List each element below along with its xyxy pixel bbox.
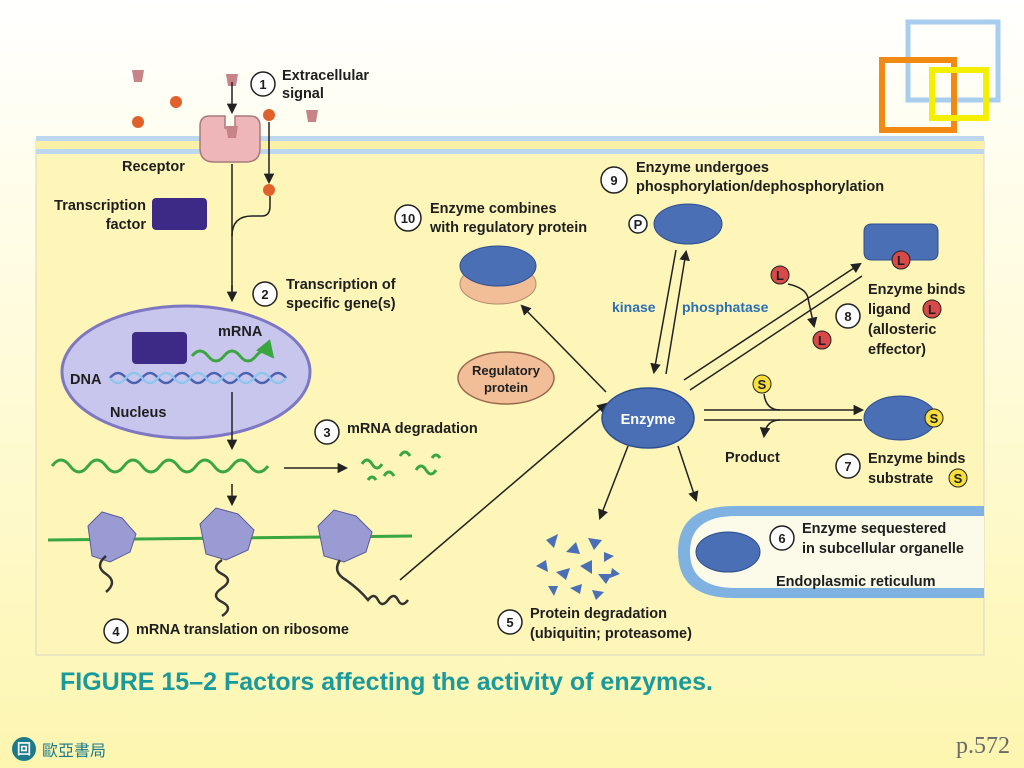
svg-text:5: 5 xyxy=(506,615,513,630)
product-label: Product xyxy=(725,450,780,466)
svg-text:L: L xyxy=(776,268,784,283)
svg-text:9: 9 xyxy=(610,173,617,188)
step-9: 9 Enzyme undergoes phosphorylation/depho… xyxy=(600,160,884,195)
signal-molecules xyxy=(132,70,318,196)
step-1: 1 Extracellular signal xyxy=(250,68,369,102)
phosphatase-label: phosphatase xyxy=(682,299,769,315)
dna-helix xyxy=(109,371,287,385)
phosphorylation-arrows xyxy=(650,249,690,375)
svg-text:in subcellular organelle: in subcellular organelle xyxy=(802,541,964,557)
mrna-strand xyxy=(50,458,270,474)
protein-fragments xyxy=(536,534,620,600)
svg-text:specific gene(s): specific gene(s) xyxy=(286,296,396,312)
svg-text:effector): effector) xyxy=(868,342,926,358)
enzyme-binds-ligand-label: Enzyme binds xyxy=(868,282,966,298)
enzyme-undergoes-label: Enzyme undergoes xyxy=(636,160,769,176)
step-7: 7 Enzyme binds substrate S xyxy=(835,451,968,488)
receptor-label: Receptor xyxy=(122,159,185,175)
svg-text:substrate: substrate xyxy=(868,471,933,487)
step-3: 3 mRNA degradation xyxy=(314,419,478,445)
enzyme-binds-substrate-label: Enzyme binds xyxy=(868,451,966,467)
enzyme-combines-label: Enzyme combines xyxy=(430,201,557,217)
figure-caption: FIGURE 15–2 Factors affecting the activi… xyxy=(60,668,713,696)
phosphorylated-enzyme: P xyxy=(628,203,723,245)
svg-text:4: 4 xyxy=(112,624,120,639)
svg-text:2: 2 xyxy=(261,287,268,302)
page-number: p.572 xyxy=(956,733,1010,759)
svg-text:3: 3 xyxy=(323,425,330,440)
mrna-fragments xyxy=(360,450,442,481)
svg-text:L: L xyxy=(897,253,905,268)
transcription-factor-label: Transcription xyxy=(54,198,146,214)
svg-text:7: 7 xyxy=(844,459,851,474)
svg-text:(ubiquitin; proteasome): (ubiquitin; proteasome) xyxy=(530,626,692,642)
svg-text:with regulatory protein: with regulatory protein xyxy=(429,220,587,236)
protein-degradation-label: Protein degradation xyxy=(530,606,667,622)
svg-text:phosphorylation/dephosphorylat: phosphorylation/dephosphorylation xyxy=(636,179,884,195)
signal-pathway-lines xyxy=(226,122,275,303)
step-2: 2 Transcription of specific gene(s) xyxy=(252,277,396,312)
svg-text:protein: protein xyxy=(484,380,528,395)
enzyme-regulatory-complex xyxy=(459,245,537,305)
nucleus-transcription-factor xyxy=(132,332,187,364)
svg-text:10: 10 xyxy=(401,211,415,226)
svg-text:8: 8 xyxy=(844,309,851,324)
nucleus-label: Nucleus xyxy=(110,405,166,421)
publisher: 回 歐亞書局 xyxy=(12,735,106,763)
extracellular-signal-label: Extracellular xyxy=(282,68,369,84)
publisher-logo-icon: 回 xyxy=(12,737,36,761)
svg-text:1: 1 xyxy=(259,77,266,92)
kinase-label: kinase xyxy=(612,299,656,315)
dna-label: DNA xyxy=(70,372,102,388)
ligand-bound-enzyme: L xyxy=(863,223,939,270)
svg-text:signal: signal xyxy=(282,86,324,102)
step-6: 6 Enzyme sequestered in subcellular orga… xyxy=(769,521,964,557)
mrna-label: mRNA xyxy=(218,324,263,340)
central-enzyme: Enzyme xyxy=(601,387,695,449)
regulatory-protein-label: Regulatory xyxy=(472,363,541,378)
nucleus: mRNA DNA Nucleus xyxy=(60,304,312,440)
enzyme-label: Enzyme xyxy=(621,412,676,428)
step-8: 8 Enzyme binds ligand L (allosteric effe… xyxy=(835,282,966,358)
step-5: 5 Protein degradation (ubiquitin; protea… xyxy=(497,606,692,642)
svg-text:L: L xyxy=(818,333,826,348)
mrna-degradation-label: mRNA degradation xyxy=(347,421,478,437)
ribosome-3 xyxy=(317,509,409,606)
svg-text:ligand: ligand xyxy=(868,302,911,318)
svg-text:L: L xyxy=(928,302,936,317)
transcription-genes-label: Transcription of xyxy=(286,277,396,293)
regulatory-protein: Regulatory protein xyxy=(457,351,555,405)
svg-text:(allosteric: (allosteric xyxy=(868,322,937,338)
ligand-arrows: L L xyxy=(683,262,863,391)
ribosome-1 xyxy=(87,511,137,593)
publisher-name: 歐亞書局 xyxy=(42,741,107,760)
step-10: 10 Enzyme combines with regulatory prote… xyxy=(394,201,587,236)
substrate-arrows: S xyxy=(704,374,865,439)
enzyme-sequestered-label: Enzyme sequestered xyxy=(802,521,946,537)
endoplasmic-reticulum: Endoplasmic reticulum xyxy=(678,506,984,598)
mrna-translation-label: mRNA translation on ribosome xyxy=(136,622,349,638)
svg-text:6: 6 xyxy=(778,531,785,546)
substrate-bound-enzyme: S xyxy=(863,395,944,441)
receptor xyxy=(199,115,261,163)
step-4: 4 mRNA translation on ribosome xyxy=(103,618,349,644)
ribosome-2 xyxy=(199,507,255,618)
svg-text:S: S xyxy=(758,377,767,392)
transcription-factor xyxy=(152,198,207,230)
decorative-squares xyxy=(879,19,1001,133)
svg-text:S: S xyxy=(930,411,939,426)
endoplasmic-reticulum-label: Endoplasmic reticulum xyxy=(776,574,936,590)
svg-text:S: S xyxy=(954,471,963,486)
svg-text:P: P xyxy=(634,217,643,232)
svg-text:factor: factor xyxy=(106,217,147,233)
